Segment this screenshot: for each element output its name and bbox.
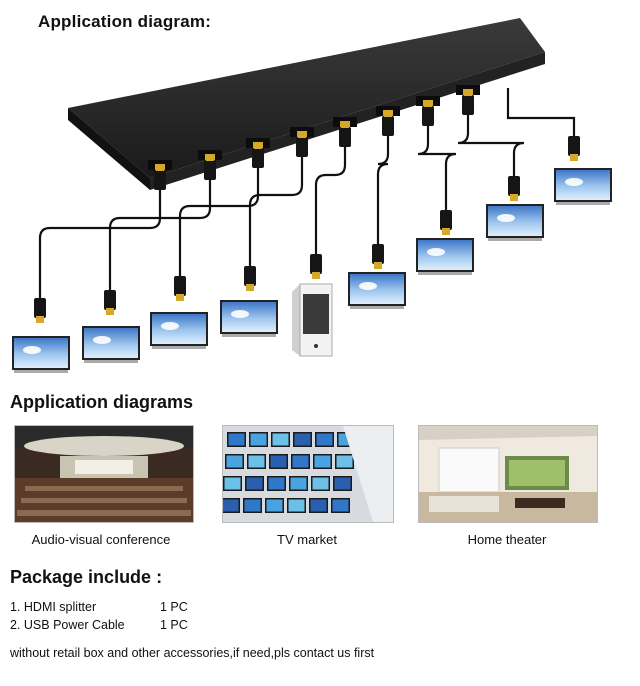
hdmi-cable: [506, 88, 576, 140]
caption-tv-market: TV market: [277, 532, 337, 547]
monitor-icon: [554, 168, 612, 205]
hdmi-connector: [310, 254, 322, 279]
hdmi-connector: [244, 266, 256, 291]
package-note: without retail box and other accessories…: [10, 646, 375, 660]
hdmi-connector: [422, 100, 434, 126]
hdmi-connector: [339, 121, 351, 147]
home-theater-photo: [418, 425, 598, 523]
monitor-icon: [416, 238, 474, 275]
hdmi-connector: [174, 276, 186, 301]
hdmi-connector: [154, 164, 166, 190]
hdmi-connector: [252, 142, 264, 168]
package-item-name: 1. HDMI splitter: [10, 600, 97, 614]
hdmi-connector: [382, 110, 394, 136]
monitor-icon: [82, 326, 140, 363]
hdmi-cable: [178, 150, 260, 276]
package-item: 1. HDMI splitter 1 PC: [10, 600, 188, 614]
hdmi-connector: [440, 210, 452, 235]
package-heading: Package include :: [10, 567, 163, 587]
package-item-qty: 1 PC: [160, 600, 188, 614]
monitor-icon: [220, 300, 278, 337]
applications-heading: Application diagrams: [10, 392, 194, 412]
hdmi-connector: [372, 244, 384, 269]
monitor-icon: [12, 336, 70, 373]
hdmi-connector: [104, 290, 116, 315]
hdmi-connector: [204, 154, 216, 180]
hdmi-cable: [38, 172, 162, 298]
hdmi-cable: [248, 139, 304, 266]
hdmi-cable: [108, 162, 212, 290]
monitor-icon: [348, 272, 406, 309]
conference-photo: [14, 425, 194, 523]
tv-market-photo: [222, 425, 394, 523]
pc-tower-icon: [292, 283, 333, 357]
splitter-diagram: [12, 18, 612, 373]
package-item-qty: 1 PC: [160, 618, 188, 632]
output-cables: [12, 85, 612, 373]
diagram-title: Application diagram:: [38, 12, 212, 31]
caption-home-theater: Home theater: [467, 532, 547, 547]
hdmi-connector: [34, 298, 46, 323]
package-item: 2. USB Power Cable 1 PC: [10, 618, 188, 632]
hdmi-cable: [417, 108, 457, 210]
monitor-icon: [486, 204, 544, 241]
monitor-icon: [150, 312, 208, 349]
hdmi-cable: [314, 129, 347, 254]
hdmi-cable: [376, 118, 390, 244]
hdmi-cable: [457, 97, 525, 176]
caption-conference: Audio-visual conference: [31, 532, 171, 547]
hdmi-connector: [568, 136, 580, 161]
package-item-name: 2. USB Power Cable: [10, 618, 125, 632]
hdmi-connector: [296, 131, 308, 157]
hdmi-connector: [462, 89, 474, 115]
hdmi-connector: [508, 176, 520, 201]
